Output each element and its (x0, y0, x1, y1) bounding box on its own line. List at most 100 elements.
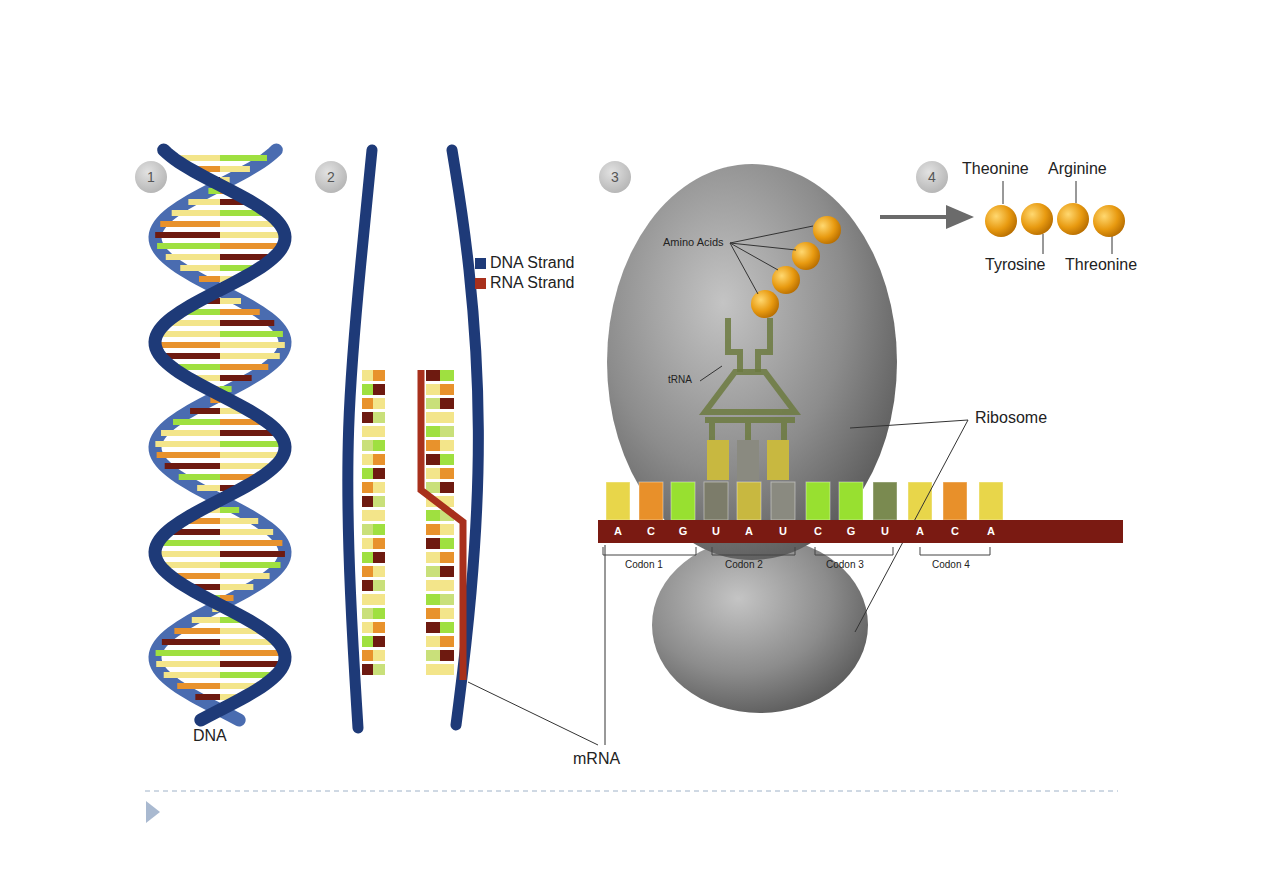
codon-bracket (920, 547, 990, 555)
trna-arm (728, 318, 740, 372)
base (373, 482, 385, 493)
base (172, 210, 220, 216)
base (166, 254, 220, 260)
callout-number: 3 (598, 160, 632, 194)
base (440, 482, 454, 493)
amino-acid-bead (772, 266, 800, 294)
part-label: Amino Acids (663, 236, 724, 249)
base (373, 664, 385, 675)
part-label: mRNA (573, 750, 620, 768)
base (197, 485, 220, 491)
callout-number: 4 (915, 160, 949, 194)
base (440, 594, 454, 605)
callout-disc (916, 161, 948, 193)
leader-lines (468, 181, 1112, 745)
leader-line (850, 420, 968, 428)
base (362, 594, 373, 605)
codon-brackets (603, 547, 990, 555)
base-letter: U (708, 520, 724, 543)
base (426, 552, 440, 563)
base (220, 364, 268, 370)
base (362, 538, 373, 549)
unzipped-dna (348, 150, 479, 728)
base (362, 622, 373, 633)
base (156, 650, 220, 656)
codon-label: Codon 2 (725, 559, 763, 571)
base (180, 265, 220, 271)
base (426, 398, 440, 409)
codon-label: Codon 1 (625, 559, 663, 571)
base (440, 524, 454, 535)
codon-base (771, 482, 795, 520)
base (220, 573, 270, 579)
dna-backbone (155, 150, 285, 720)
amino-acid-label: Arginine (1048, 160, 1107, 178)
base (220, 551, 285, 557)
callout-circle: 1 (134, 160, 168, 194)
callout-number: 1 (134, 160, 168, 194)
leader-line (730, 243, 796, 250)
leader-line (700, 366, 722, 381)
base (220, 342, 285, 348)
base-letter: U (775, 520, 791, 543)
codon-bracket (603, 547, 696, 555)
base (362, 482, 373, 493)
base (440, 538, 454, 549)
base (362, 398, 373, 409)
base (220, 441, 285, 447)
trna-leg (705, 420, 795, 440)
base (373, 426, 385, 437)
base (440, 566, 454, 577)
base (362, 552, 373, 563)
base (440, 636, 454, 647)
base (362, 426, 373, 437)
base (362, 608, 373, 619)
base (220, 232, 285, 238)
base (220, 452, 283, 458)
base (426, 370, 440, 381)
base-letter: A (610, 520, 626, 543)
base (162, 639, 220, 645)
base (440, 608, 454, 619)
base (426, 426, 440, 437)
base (426, 636, 440, 647)
leader-line (468, 682, 598, 745)
base-letter: G (843, 520, 859, 543)
base (362, 650, 373, 661)
base (373, 524, 385, 535)
dna-helix (155, 150, 285, 720)
base (155, 342, 220, 348)
base (426, 580, 440, 591)
ribosome-large-subunit (607, 164, 897, 560)
amino-acid-label: Threonine (1065, 256, 1137, 274)
base (188, 199, 220, 205)
base (220, 518, 258, 524)
base (440, 440, 454, 451)
base (440, 664, 454, 675)
base (157, 452, 220, 458)
base (362, 510, 373, 521)
trna-arm (758, 318, 770, 372)
base-letter: U (877, 520, 893, 543)
codon-base (873, 482, 897, 520)
base (362, 496, 373, 507)
base (155, 441, 220, 447)
base (373, 538, 385, 549)
base (165, 463, 220, 469)
base (373, 608, 385, 619)
base (362, 384, 373, 395)
base (426, 412, 440, 423)
base (440, 384, 454, 395)
base (426, 622, 440, 633)
base (362, 636, 373, 647)
anticodon-base (737, 440, 759, 480)
base (426, 538, 440, 549)
base (362, 370, 373, 381)
leader-line (605, 545, 606, 745)
ribosome-small-subunit (652, 537, 868, 713)
callout-circle: 2 (314, 160, 348, 194)
base (362, 524, 373, 535)
base (373, 496, 385, 507)
base-letter: G (675, 520, 691, 543)
